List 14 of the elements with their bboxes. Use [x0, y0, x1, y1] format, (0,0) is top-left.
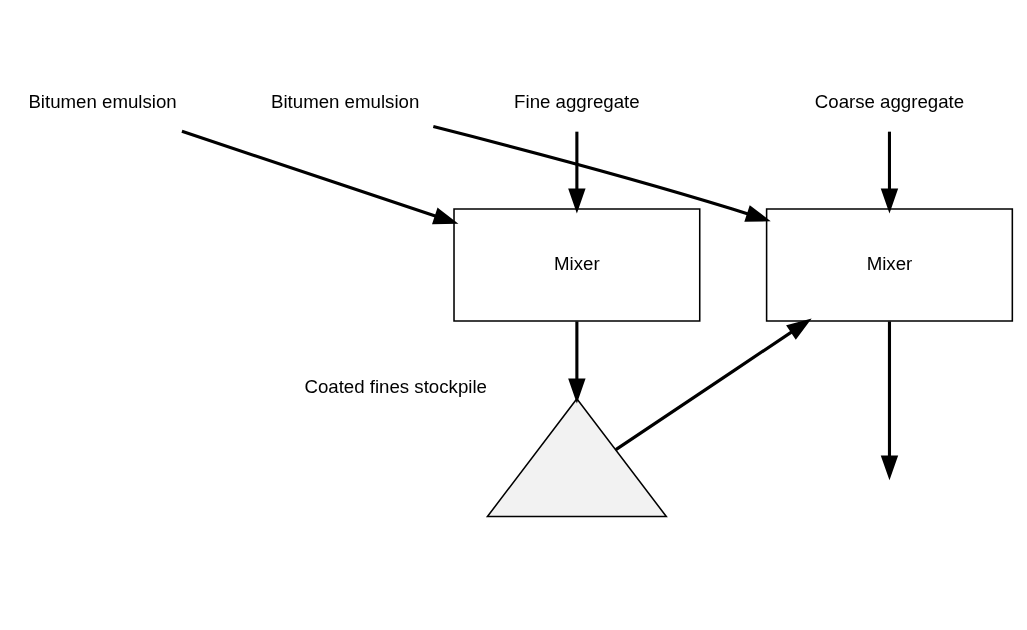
- arrow: [181, 129, 459, 224]
- node-label: Coated fines stockpile: [304, 375, 487, 397]
- arrow: [880, 320, 899, 480]
- node-box: Mixer: [765, 207, 1014, 322]
- node-text: Fine aggregate: [514, 90, 640, 112]
- arrow: [568, 131, 586, 213]
- arrow: [568, 320, 586, 403]
- node-box: Mixer: [453, 207, 701, 322]
- arrow: [432, 124, 771, 222]
- node-text: Bitumen emulsion: [28, 90, 177, 112]
- node-text: Bitumen emulsion: [271, 90, 420, 112]
- arrow: [615, 318, 812, 451]
- arrow: [880, 131, 899, 213]
- node-text: Coarse aggregate: [814, 90, 965, 112]
